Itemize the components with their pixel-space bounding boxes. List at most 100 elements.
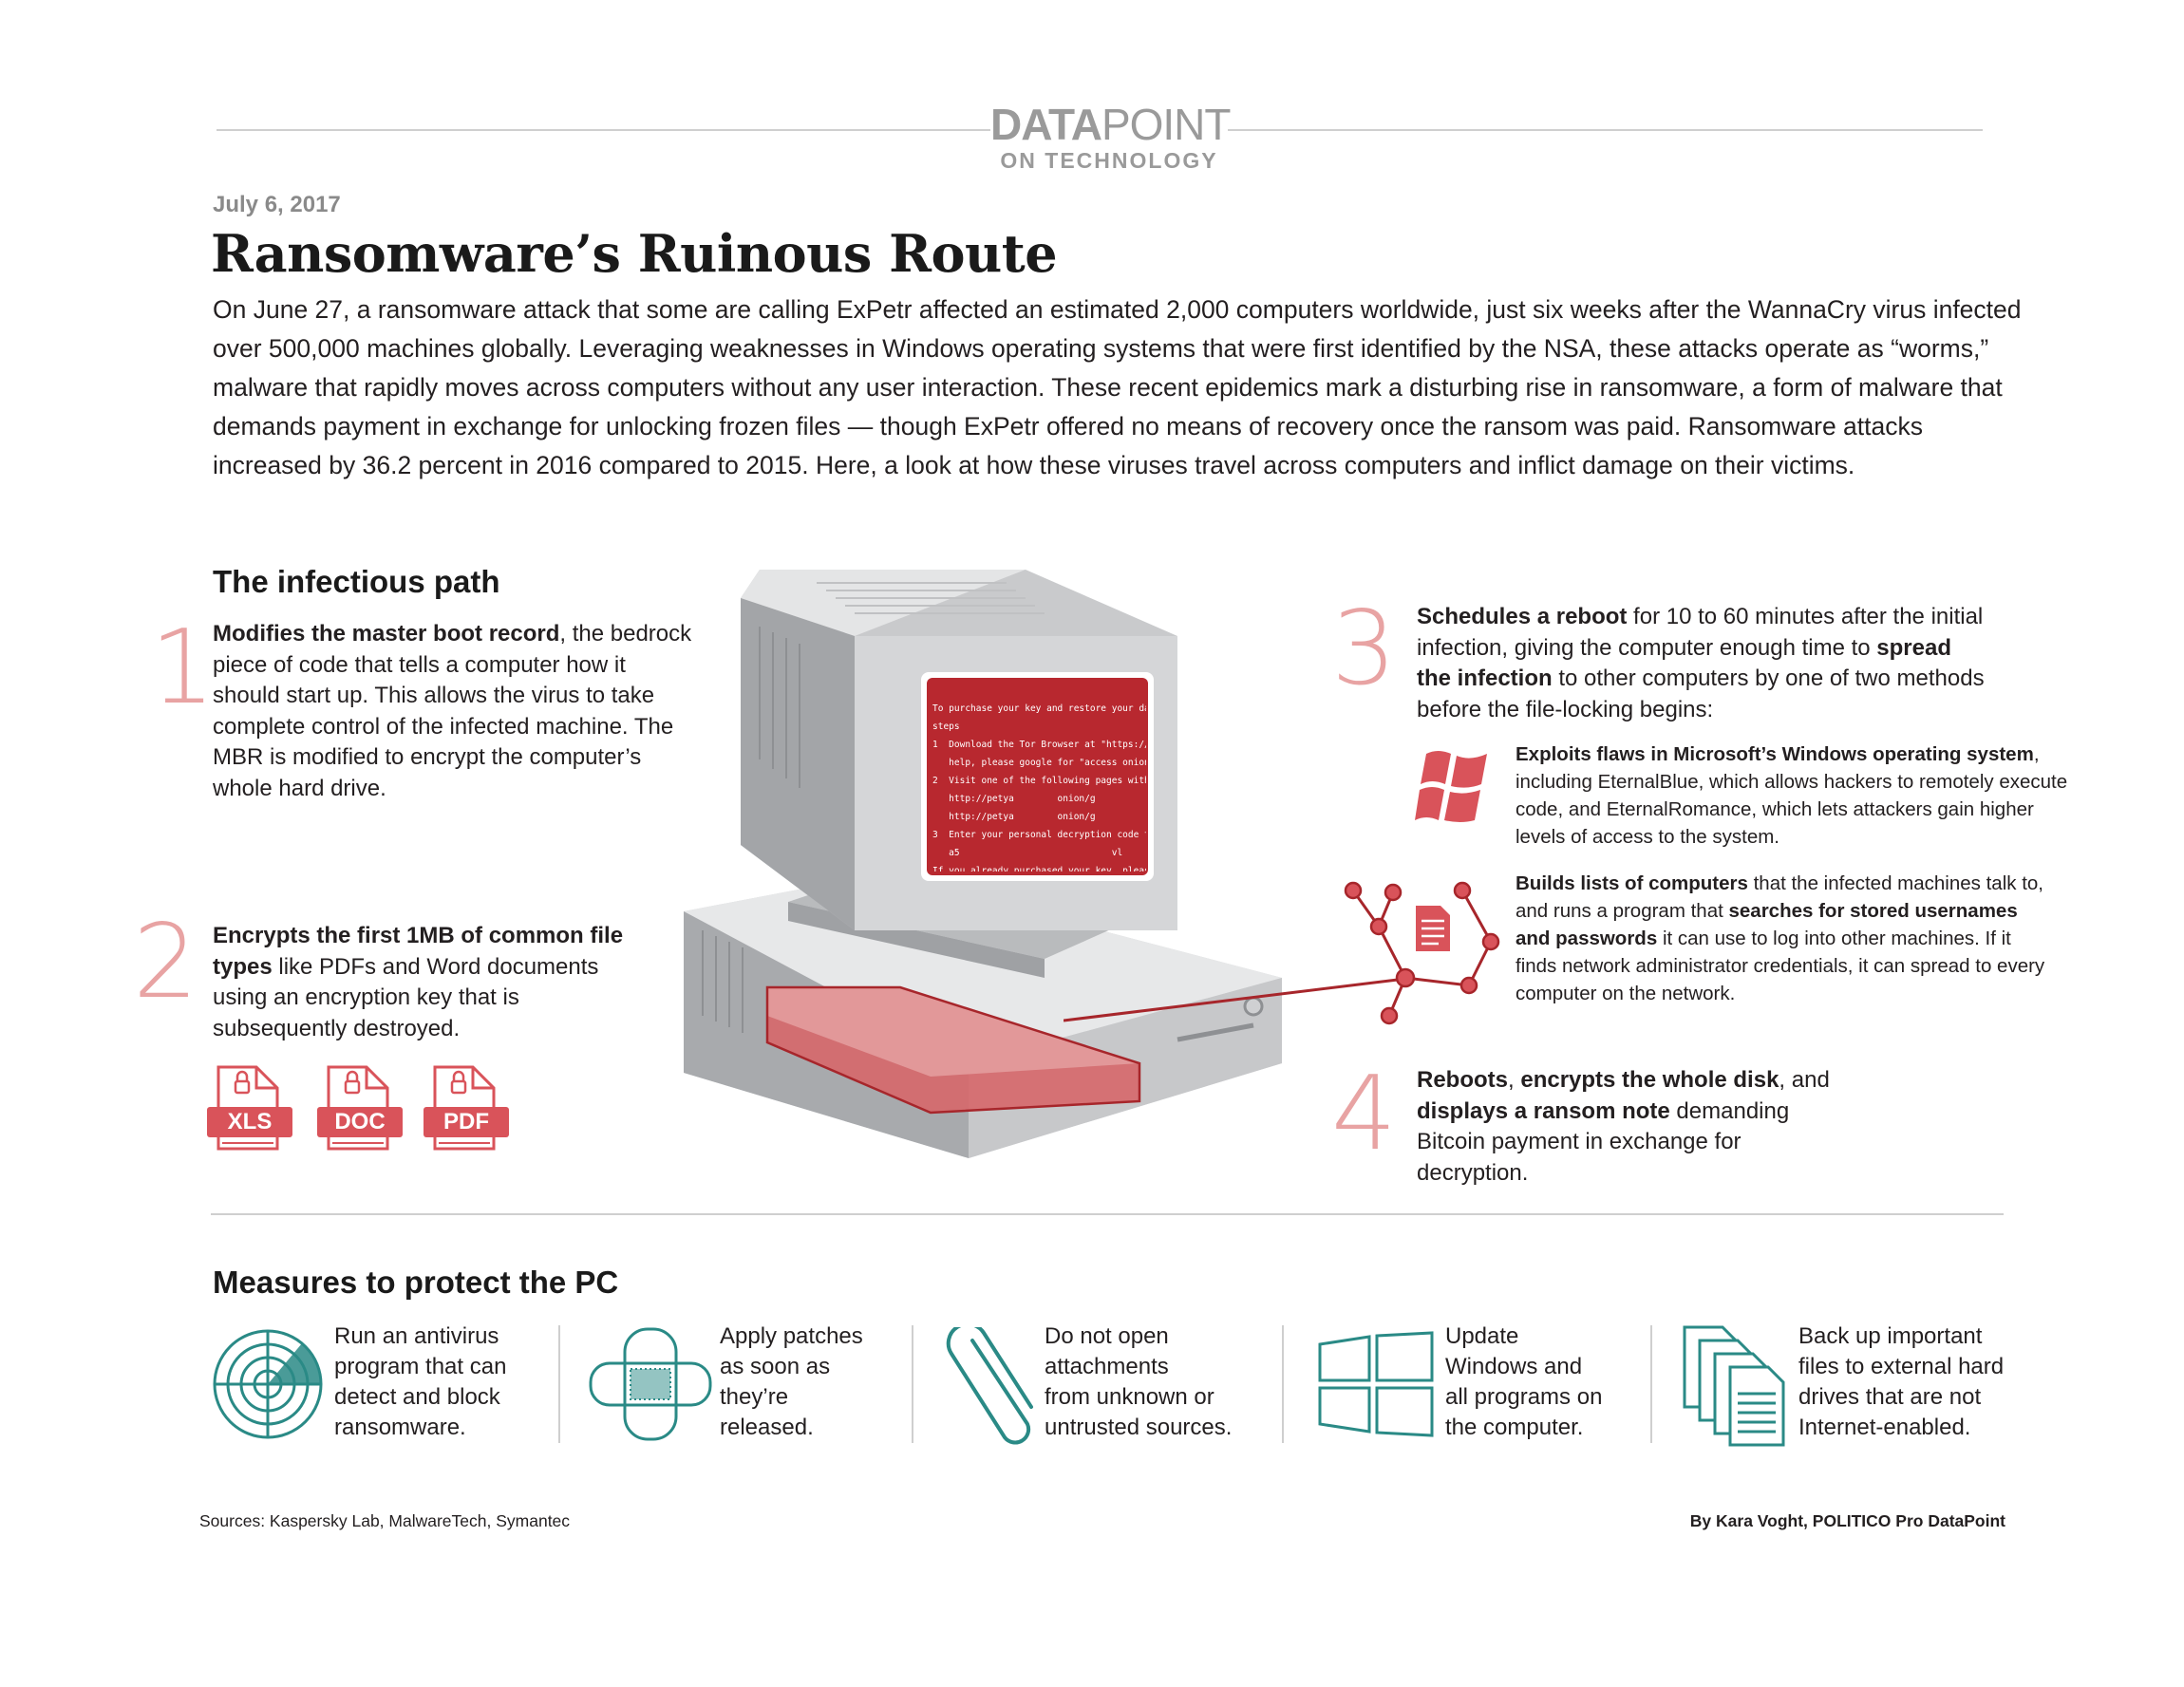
measure-4-text: Update Windows and all programs on the c…	[1445, 1321, 1635, 1443]
measure-divider	[558, 1325, 560, 1443]
windows-logo-icon	[1318, 1331, 1434, 1437]
ransom-line: If you already purchased your key, pleas…	[932, 866, 1146, 872]
drive-slot	[1177, 1022, 1254, 1042]
brand-logo: DATAPOINT	[990, 100, 1232, 149]
document-list-icon	[1416, 906, 1450, 951]
monitor-top-vents	[817, 582, 1045, 614]
step-2-bold: Encrypts the first 1MB of common file ty…	[213, 923, 624, 980]
measure-line: Do not open	[1045, 1323, 1169, 1349]
brand-bold: DATA	[990, 100, 1102, 149]
measures-heading: Measures to protect the PC	[213, 1265, 619, 1300]
step-4-text: Reboots, encrypts the whole disk, and di…	[1417, 1065, 1854, 1189]
step-3-mid-1: for 10 to 60 minutes after the initial i…	[1417, 604, 1984, 661]
pdf-label: PDF	[424, 1107, 509, 1137]
ransom-line: a5 vl	[932, 848, 1123, 858]
ransom-line: 2 Visit one of the following pages with …	[932, 776, 1146, 786]
measure-line: ransomware.	[334, 1415, 466, 1440]
step-4-rest: demanding Bitcoin payment in exchange fo…	[1417, 1097, 1790, 1186]
step-1-text: Modifies the master boot record, the bed…	[213, 619, 697, 804]
paperclip-icon	[946, 1327, 1033, 1445]
measure-5-text: Back up important files to external hard…	[1798, 1321, 2045, 1443]
step-1-number: 1	[150, 609, 216, 727]
connector-line	[1064, 977, 1406, 1022]
step-3-bold-1: Schedules a reboot	[1417, 604, 1628, 629]
hard-drive-outline	[765, 985, 1141, 1115]
method-1-rest: , including EternalBlue, which allows ha…	[1516, 743, 2068, 848]
measure-line: Back up important	[1798, 1323, 1983, 1349]
measure-line: released.	[720, 1415, 814, 1440]
documents-stack-icon	[1683, 1325, 1785, 1447]
doc-file-icon: DOC	[317, 1065, 403, 1151]
doc-label: DOC	[317, 1107, 403, 1137]
windows-flag-icon	[1415, 751, 1487, 822]
step-1-rest: , the bedrock piece of code that tells a…	[213, 621, 692, 801]
ransom-line: http://petya onion/g	[932, 794, 1096, 804]
pdf-file-icon: PDF	[424, 1065, 509, 1151]
measure-line: Apply patches	[720, 1323, 863, 1349]
date: July 6, 2017	[213, 192, 341, 217]
ransom-line: steps	[932, 722, 960, 732]
page-title: Ransomware’s Ruinous Route	[211, 223, 1058, 284]
method-1-text: Exploits flaws in Microsoft’s Windows op…	[1516, 740, 2076, 851]
hard-drive-top	[767, 987, 1139, 1077]
network-nodes-icon	[1344, 881, 1500, 1025]
measure-divider	[1282, 1325, 1284, 1443]
measure-line: detect and block	[334, 1384, 500, 1410]
step-1-bold: Modifies the master boot record	[213, 621, 560, 647]
step-4-number: 4	[1331, 1055, 1397, 1173]
ransom-screen	[927, 678, 1148, 875]
method-2-rest: it can use to log into other machines. I…	[1516, 928, 2045, 1004]
measure-line: as soon as	[720, 1354, 831, 1379]
byline-text: By Kara Voght, POLITICO Pro DataPoint	[1689, 1511, 2005, 1530]
step-2-number: 2	[133, 903, 198, 1022]
section-divider	[211, 1213, 2004, 1215]
measure-divider	[912, 1325, 913, 1443]
measure-line: they’re	[720, 1384, 789, 1410]
step-2-rest: like PDFs and Word documents using an en…	[213, 953, 599, 1041]
step-3-bold-2: spread the infection	[1417, 634, 1951, 692]
measure-line: from unknown or	[1045, 1384, 1214, 1410]
xls-label: XLS	[207, 1107, 292, 1137]
step-2-text: Encrypts the first 1MB of common file ty…	[213, 921, 631, 1044]
measure-line: program that can	[334, 1354, 507, 1379]
method-2-bold-2: searches for stored usernames and passwo…	[1516, 900, 2018, 949]
brand-light: POINT	[1101, 100, 1232, 149]
ransom-line: 1 Download the Tor Browser at "https://	[932, 740, 1146, 750]
monitor-side-vents	[759, 627, 800, 788]
monitor-side	[741, 598, 855, 930]
ransom-line: 3 Enter your personal decryption code th…	[932, 830, 1146, 840]
xls-file-icon: XLS	[207, 1065, 292, 1151]
brand-subtitle: ON TECHNOLOGY	[1000, 148, 1218, 173]
measure-line: untrusted sources.	[1045, 1415, 1233, 1440]
radar-scan-icon	[213, 1329, 323, 1439]
intro-paragraph: On June 27, a ransomware attack that som…	[213, 295, 2022, 479]
measure-line: all programs on	[1445, 1384, 1603, 1410]
bandage-icon	[589, 1327, 712, 1441]
measure-line: drives that are not	[1798, 1384, 1982, 1410]
step-4-mid: , and	[1779, 1067, 1830, 1093]
measure-2-text: Apply patches as soon as they’re release…	[720, 1321, 910, 1443]
header-rule-left	[217, 129, 990, 131]
step-3-number: 3	[1331, 590, 1397, 708]
measure-line: files to external hard	[1798, 1354, 2005, 1379]
measure-3-text: Do not open attachments from unknown or …	[1045, 1321, 1272, 1443]
step-3-text: Schedules a reboot for 10 to 60 minutes …	[1417, 602, 1986, 725]
step-3-mid-2: to other computers by one of two methods…	[1417, 665, 1985, 722]
method-2-bold-1: Builds lists of computers	[1516, 872, 1748, 894]
ransom-note: To purchase your key and restore your da…	[932, 682, 1146, 872]
computer-illustration	[684, 570, 1282, 1158]
step-4-bold-1: Reboots	[1417, 1067, 1508, 1093]
sources-note: Sources: Kaspersky Lab, MalwareTech, Sym…	[199, 1511, 571, 1530]
ransom-line: http://petya onion/g	[932, 812, 1096, 822]
measure-line: Run an antivirus	[334, 1323, 499, 1349]
header-rule-right	[1228, 129, 1983, 131]
measure-line: the computer.	[1445, 1415, 1584, 1440]
byline: By Kara Voght, POLITICO Pro DataPoint	[1519, 1511, 2005, 1531]
step-4-sep: ,	[1508, 1067, 1521, 1093]
monitor-top	[741, 570, 1026, 636]
ransom-line: help, please google for "access onion p	[932, 758, 1146, 768]
measure-divider	[1650, 1325, 1652, 1443]
measure-line: Update	[1445, 1323, 1519, 1349]
step-4-bold-2: encrypts the whole disk	[1520, 1067, 1779, 1093]
method-2-text: Builds lists of computers that the infec…	[1516, 870, 2057, 1007]
